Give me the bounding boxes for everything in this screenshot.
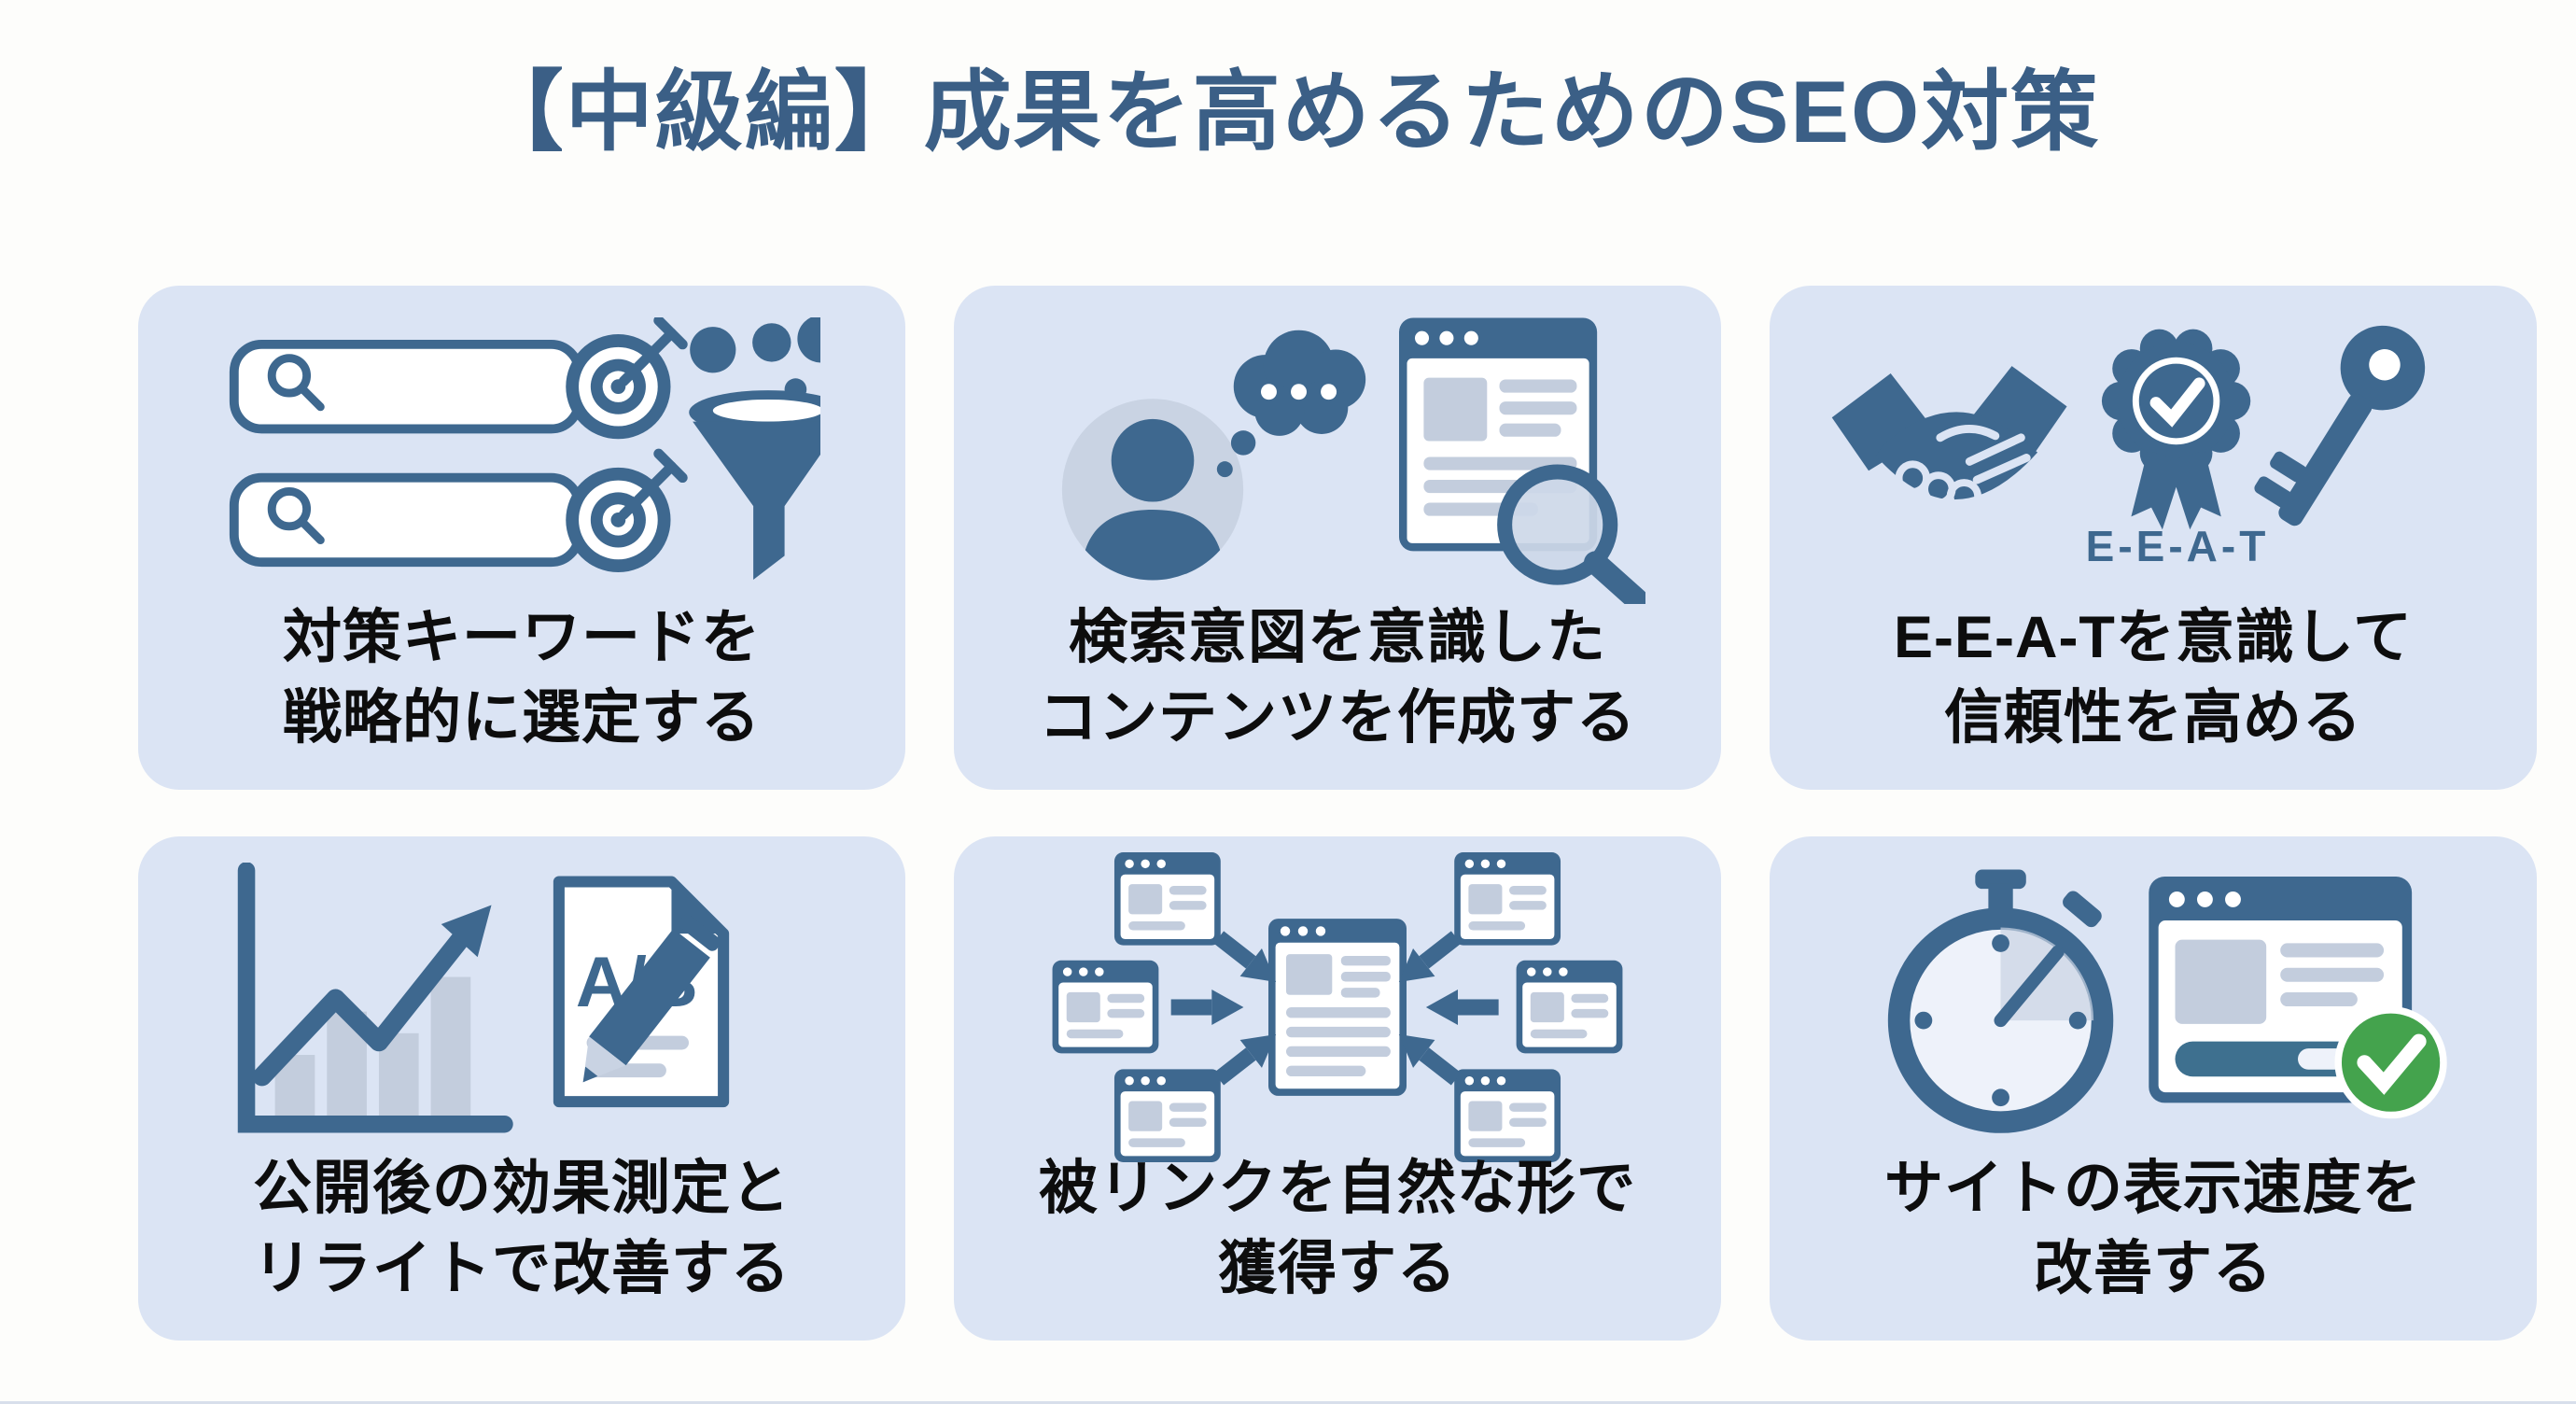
webpage-icon	[1113, 851, 1221, 946]
card-measurement-illustration: A/B	[138, 836, 905, 1149]
page-title: 【中級編】成果を高めるためのSEO対策	[475, 63, 2101, 161]
card-grid: 対策キーワードを 戦略的に選定する	[138, 286, 2537, 1341]
card-caption: E-E-A-Tを意識して 信頼性を高める	[1894, 598, 2413, 758]
arrow-head	[441, 905, 492, 957]
check-badge-icon	[2334, 1005, 2447, 1118]
main-webpage-icon	[1268, 918, 1407, 1096]
card-caption-line: 公開後の効果測定と	[253, 1156, 791, 1221]
card-eeat-illustration	[1770, 286, 2537, 598]
card-caption-line: 対策キーワードを	[283, 605, 761, 670]
card-backlinks-illustration	[954, 836, 1721, 1162]
card-caption: 対策キーワードを 戦略的に選定する	[283, 598, 761, 758]
stopwatch-icon	[1887, 869, 2114, 1133]
card-caption: 検索意図を意識した コンテンツを作成する	[1039, 598, 1636, 758]
webpage-magnifier-icon	[1399, 317, 1645, 604]
link-arrow-icon	[1425, 989, 1499, 1025]
webpage-check-icon	[2149, 876, 2447, 1118]
card-site-speed-illustration	[1770, 836, 2537, 1149]
target-icon	[566, 316, 688, 439]
award-badge-icon	[2101, 329, 2251, 529]
webpage-icon	[1516, 960, 1623, 1053]
card-keywords-illustration	[138, 286, 905, 598]
check-icon	[2357, 1033, 2427, 1095]
webpage-icon	[1454, 851, 1561, 946]
pencil-icon	[582, 914, 721, 1082]
magnifier-icon	[267, 353, 312, 397]
target-icon	[566, 448, 688, 572]
card-caption-line: E-E-A-Tを意識して	[1893, 605, 2414, 670]
card-caption-line: サイトの表示速度を	[1884, 1156, 2422, 1221]
card-caption: サイトの表示速度を 改善する	[1884, 1149, 2422, 1309]
keyword-selection-icon	[229, 316, 820, 580]
user-thinking-icon	[1061, 398, 1244, 580]
measure-rewrite-icon: A/B	[237, 862, 730, 1132]
card-caption-line: 信頼性を高める	[1943, 684, 2362, 751]
card-caption-line: 改善する	[2034, 1235, 2273, 1301]
card-measurement: A/B 公開後の効果測定と リライトで改善する	[138, 836, 905, 1341]
eeat-badge-label: E-E-A-T	[2085, 522, 2270, 570]
growth-chart-icon	[237, 862, 513, 1132]
funnel-icon	[689, 316, 820, 580]
card-caption-line: 被リンクを自然な形で	[1039, 1156, 1636, 1221]
search-bar-icon	[229, 472, 583, 567]
site-speed-icon	[1887, 869, 2447, 1133]
bottom-divider	[0, 1401, 2576, 1404]
stopwatch-needle	[1994, 945, 2065, 1027]
card-keywords: 対策キーワードを 戦略的に選定する	[138, 286, 905, 790]
card-caption: 被リンクを自然な形で 獲得する	[1039, 1149, 1636, 1309]
link-arrow-icon	[1170, 989, 1244, 1025]
search-bar-icon	[229, 339, 583, 433]
key-icon	[2254, 325, 2426, 526]
handshake-icon	[1831, 365, 2067, 513]
magnifier-icon	[267, 486, 312, 530]
card-caption-line: 検索意図を意識した	[1069, 605, 1606, 670]
card-eeat: E-E-A-T E-E-A-Tを意識して 信頼性を高める	[1770, 286, 2537, 790]
webpage-icon	[1454, 1068, 1561, 1162]
card-caption-line: リライトで改善する	[253, 1235, 791, 1301]
eeat-icon	[1831, 325, 2426, 529]
magnifier-icon	[1497, 463, 1645, 604]
card-search-intent: 検索意図を意識した コンテンツを作成する	[954, 286, 1721, 790]
link-network-icon	[1052, 851, 1623, 1162]
card-search-intent-illustration	[954, 286, 1721, 604]
thought-bubble-icon	[1216, 330, 1366, 477]
card-site-speed: サイトの表示速度を 改善する	[1770, 836, 2537, 1341]
search-intent-icon	[1061, 317, 1645, 604]
card-caption-line: コンテンツを作成する	[1039, 684, 1636, 751]
card-caption: 公開後の効果測定と リライトで改善する	[253, 1149, 791, 1309]
card-caption-line: 戦略的に選定する	[283, 684, 761, 751]
card-backlinks: 被リンクを自然な形で 獲得する	[954, 836, 1721, 1341]
check-icon	[2149, 376, 2205, 428]
webpage-icon	[1113, 1068, 1221, 1162]
webpage-icon	[1052, 960, 1159, 1053]
card-caption-line: 獲得する	[1218, 1235, 1457, 1301]
